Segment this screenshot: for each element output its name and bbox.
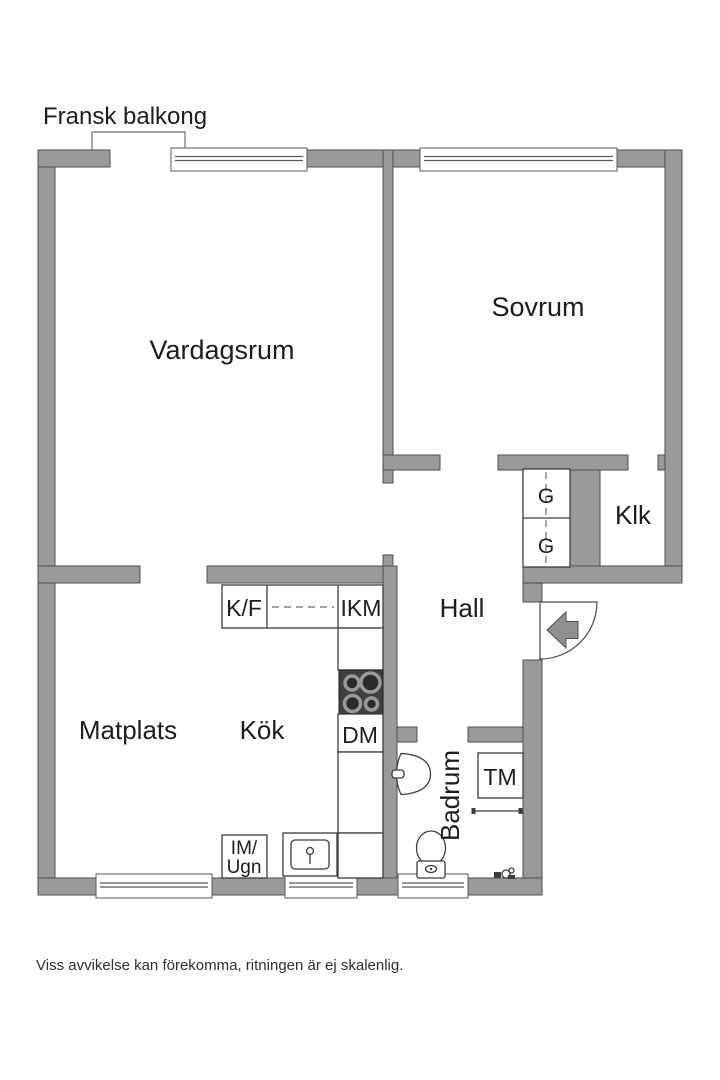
- wall-bottom-b: [211, 877, 286, 896]
- wall-bottom-c: [356, 877, 399, 896]
- wall-entry-jamb: [522, 582, 543, 603]
- labels: Fransk balkong Vardagsrum Sovrum Hall Kl…: [36, 103, 652, 974]
- window-bedroom: [419, 147, 618, 172]
- label-wardrobe-upper: G: [538, 485, 554, 508]
- kitchen-sink-icon: [282, 832, 338, 877]
- label-dishwasher: DM: [342, 722, 378, 748]
- label-kok: Kök: [240, 715, 286, 745]
- wall-top-b: [306, 149, 421, 168]
- balcony-note-label: Fransk balkong: [43, 103, 207, 130]
- wall-hall-opening-jamb: [382, 554, 394, 567]
- wall-livingroom-bottom-b: [206, 565, 394, 584]
- label-hall: Hall: [440, 593, 485, 623]
- wall-klk-door-jamb: [657, 454, 666, 471]
- towel-rail-icon: [471, 808, 523, 814]
- wall-entry-lower: [522, 659, 543, 896]
- label-ikm: IKM: [341, 595, 382, 621]
- wall-right-exterior: [664, 149, 683, 584]
- balcony-deck: [92, 132, 185, 151]
- label-wardrobe-lower: G: [538, 535, 554, 558]
- counter-cabinet-2: [337, 751, 384, 834]
- wall-bottom-a: [37, 877, 97, 896]
- washing-machine-box: [477, 752, 524, 799]
- label-oven: Ugn: [227, 857, 262, 878]
- counter-cabinet-3: [337, 832, 384, 879]
- wall-bottom-d: [467, 877, 543, 896]
- oven-microwave-box: [221, 834, 268, 879]
- french-balcony-outline: [91, 131, 186, 151]
- label-matplats: Matplats: [79, 715, 177, 745]
- wall-closet-top: [497, 454, 629, 471]
- kitchen-fixtures: [221, 584, 384, 879]
- window-diningarea: [95, 873, 213, 899]
- label-washing-machine: TM: [483, 764, 516, 790]
- entry-door: [539, 601, 598, 660]
- wall-top-a: [37, 149, 111, 168]
- wardrobes: [522, 468, 571, 568]
- toilet-icon: [415, 830, 447, 879]
- balcony-railing: [91, 131, 186, 151]
- bathroom-fixtures: [391, 752, 524, 879]
- counter-cabinet-1: [337, 627, 384, 671]
- counter-dividers: [266, 585, 339, 628]
- stove-icon: [338, 669, 384, 715]
- label-badrum: Badrum: [435, 750, 465, 841]
- window-livingroom: [170, 147, 308, 172]
- wall-kitchen-bathroom: [382, 565, 398, 896]
- disclaimer-text: Viss avvikelse kan förekomma, ritningen …: [36, 957, 403, 974]
- wall-livingroom-bedroom: [382, 149, 394, 484]
- entry-arrow-icon: [546, 610, 579, 650]
- wall-shaft: [567, 469, 601, 568]
- wall-bathroom-top-right: [467, 726, 524, 743]
- walls: [37, 149, 683, 896]
- label-fridge-freezer: K/F: [226, 595, 262, 621]
- label-vardagsrum: Vardagsrum: [149, 335, 294, 365]
- wall-livingroom-bottom-a: [37, 565, 141, 584]
- floor-drain-icon: [494, 867, 515, 879]
- wall-left-exterior: [37, 149, 56, 896]
- label-klk: Klk: [615, 500, 652, 530]
- wall-bedroom-door-stub: [382, 454, 441, 471]
- label-microwave: IM/: [231, 838, 258, 859]
- dishwasher-box: [337, 713, 384, 753]
- wall-hall-bottom: [522, 565, 683, 584]
- bathroom-sink-icon: [391, 752, 432, 796]
- wall-bathroom-top-left: [396, 726, 418, 743]
- label-sovrum: Sovrum: [491, 292, 584, 322]
